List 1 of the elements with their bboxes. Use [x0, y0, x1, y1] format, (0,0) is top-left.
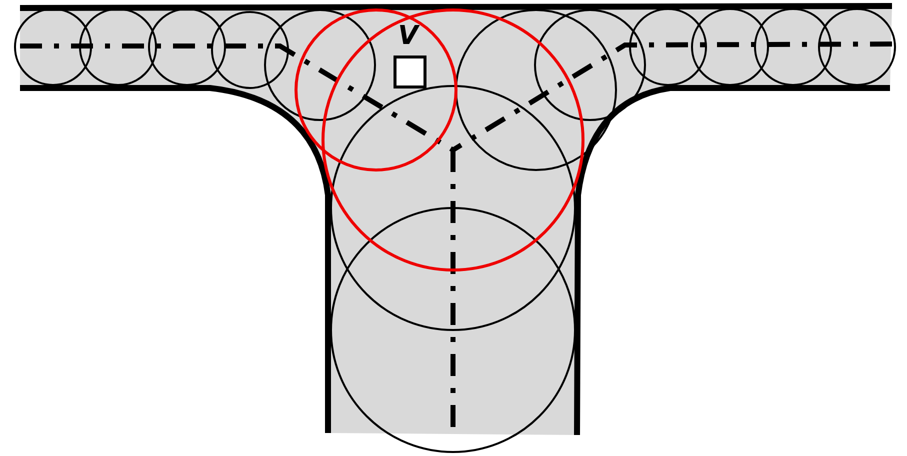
vertex-label: V — [398, 22, 418, 50]
